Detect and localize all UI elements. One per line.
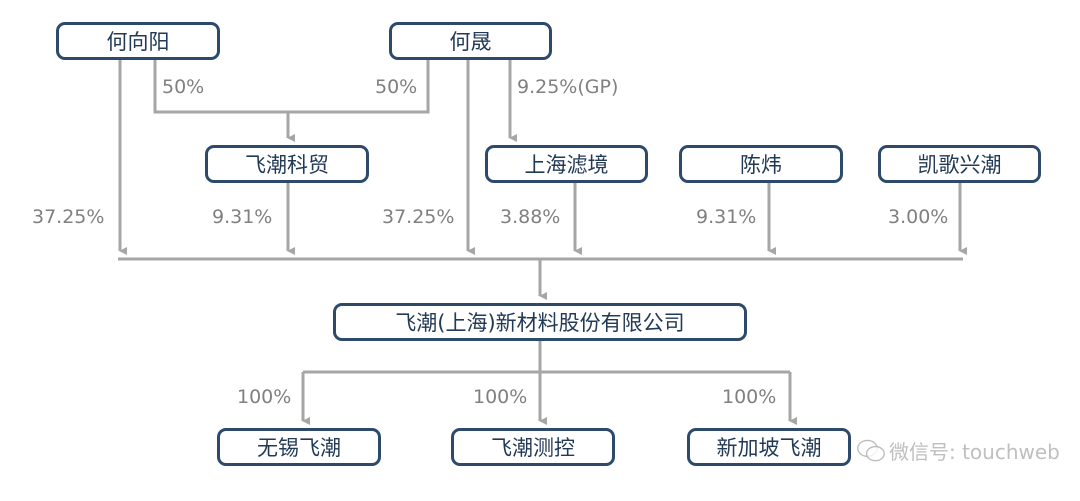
stake-label: 9.31%	[696, 206, 757, 228]
stake-label: 50%	[162, 76, 205, 98]
stake-label: 3.00%	[888, 206, 949, 228]
stake-label: 3.88%	[500, 206, 561, 228]
node-kaige-xingchao: 凯歌兴潮	[878, 145, 1041, 183]
node-company: 飞潮(上海)新材料股份有限公司	[333, 303, 747, 341]
node-he-xiangyang: 何向阳	[56, 22, 220, 60]
watermark: 微信号: touchweb	[856, 436, 1060, 465]
stake-label: 100%	[722, 386, 777, 408]
node-he-sheng: 何晟	[389, 22, 552, 60]
stake-label: 50%	[375, 76, 418, 98]
stake-label: 100%	[473, 386, 528, 408]
stake-label: 37.25%	[382, 206, 455, 228]
node-shanghai-lvjing: 上海滤境	[485, 145, 648, 183]
stake-label: 100%	[237, 386, 292, 408]
node-sub-singapore: 新加坡飞潮	[687, 428, 851, 466]
node-sub-cekong: 飞潮测控	[451, 428, 615, 466]
node-feichao-kemao: 飞潮科贸	[205, 145, 369, 183]
stake-label: 9.31%	[212, 206, 273, 228]
node-chen-wei: 陈炜	[679, 145, 843, 183]
line-kemao-owners	[153, 60, 430, 114]
wechat-icon	[857, 439, 885, 461]
stake-label: 9.25%(GP)	[517, 76, 619, 98]
watermark-text: 微信号: touchweb	[889, 440, 1060, 464]
stake-label: 37.25%	[32, 206, 105, 228]
node-sub-wuxi: 无锡飞潮	[217, 428, 381, 466]
